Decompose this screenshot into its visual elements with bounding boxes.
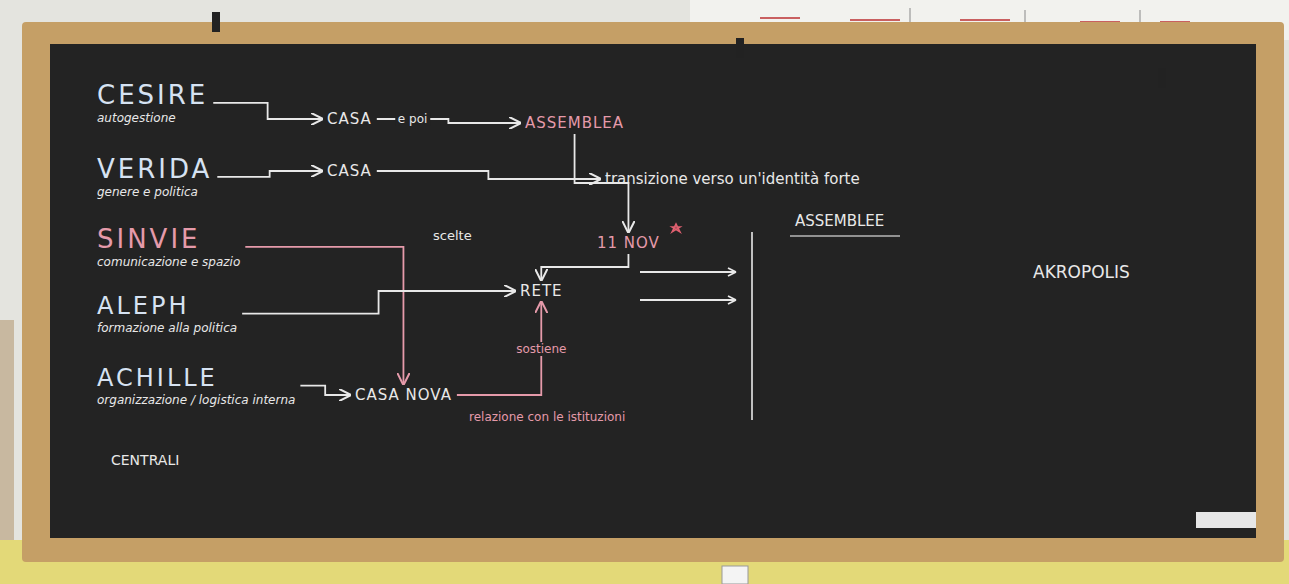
chalk-word: ASSEMBLEA — [520, 112, 629, 134]
group-name: SINVIEcomunicazione e spazio — [92, 222, 245, 272]
group-name: VERIDAgenere e politica — [92, 152, 217, 202]
chalk-phrase: transizione verso un'identità forte — [600, 168, 865, 190]
clip — [212, 12, 220, 32]
node-title: ALEPH — [97, 292, 237, 321]
eraser — [1196, 512, 1256, 528]
chalk-note: CENTRALI — [108, 452, 182, 468]
node-subtitle: autogestione — [97, 111, 208, 125]
node-subtitle: comunicazione e spazio — [97, 255, 240, 269]
node-title: VERIDA — [97, 154, 212, 185]
chalk-note: scelte — [430, 228, 475, 243]
group-name: CESIREautogestione — [92, 78, 213, 128]
node-title: CASA NOVA — [355, 386, 452, 404]
chalk-arrow — [242, 291, 515, 314]
node-title: CASA — [327, 110, 372, 128]
chalk-word: CASA — [322, 160, 377, 182]
chalk-arrow — [541, 254, 628, 280]
chalk-arrow — [245, 247, 403, 384]
node-subtitle: organizzazione / logistica interna — [97, 393, 295, 407]
edge-label: e poi — [395, 112, 431, 126]
clip — [1158, 68, 1166, 88]
node-title: transizione verso un'identità forte — [605, 170, 860, 188]
chalk-word: RETE — [515, 280, 568, 302]
group-name: ACHILLEorganizzazione / logistica intern… — [92, 362, 300, 409]
chalk-arrow — [300, 386, 350, 395]
chalk-note: AKROPOLIS — [1030, 262, 1133, 282]
chalk-arrow — [213, 103, 322, 119]
chalk-arrow — [377, 171, 600, 179]
chalk-arrows — [640, 268, 736, 304]
chalk-underline — [790, 235, 900, 237]
chalk-divider — [751, 232, 753, 420]
node-title: ASSEMBLEA — [525, 114, 624, 132]
node-title: CASA — [327, 162, 372, 180]
chalk-note: ASSEMBLEE — [792, 212, 887, 230]
node-title: CESIRE — [97, 80, 208, 111]
outlet — [722, 566, 748, 584]
node-title: RETE — [520, 282, 563, 300]
chalk-word: CASA NOVA — [350, 384, 457, 406]
clip — [736, 38, 744, 58]
node-title: 11 NOV — [597, 234, 660, 252]
node-title: SINVIE — [97, 224, 240, 255]
chalk-word: 11 NOV — [592, 232, 665, 254]
edge-label: sostiene — [513, 342, 569, 356]
chalk-arrow — [217, 171, 322, 177]
board-surface — [50, 44, 1256, 538]
chalk-word: CASA — [322, 108, 377, 130]
side-object — [0, 320, 14, 540]
chalk-star — [672, 224, 680, 232]
node-subtitle: formazione alla politica — [97, 321, 237, 335]
node-title: ACHILLE — [97, 364, 295, 393]
group-name: ALEPHformazione alla politica — [92, 290, 242, 337]
board-frame — [22, 22, 1284, 562]
chalk-note: relazione con le istituzioni — [466, 410, 628, 424]
red-marks — [760, 18, 1190, 22]
node-subtitle: genere e politica — [97, 185, 212, 199]
